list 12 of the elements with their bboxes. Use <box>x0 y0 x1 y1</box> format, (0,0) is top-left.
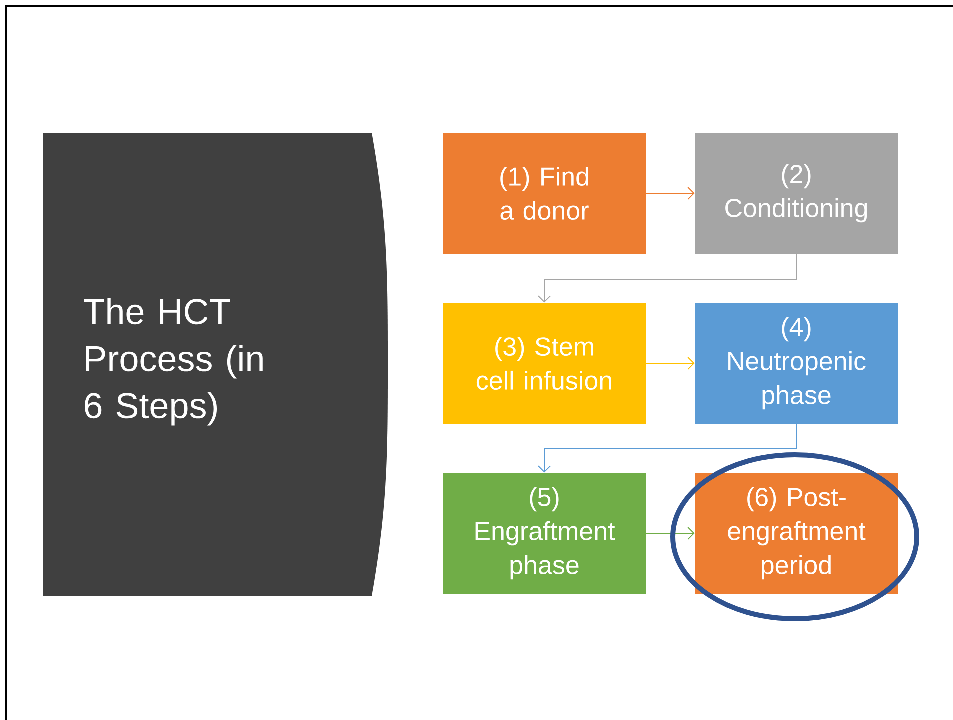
step-box: (5) Engraftment phase <box>443 473 646 594</box>
step-box: (6) Post-engraftment period <box>695 473 898 594</box>
step-box: (1) Find a donor <box>443 133 646 254</box>
arrow <box>646 357 695 370</box>
step-box: (2) Conditioning <box>695 133 898 254</box>
arrow <box>538 424 797 473</box>
title-panel: The HCT Process (in 6 Steps) <box>43 133 388 596</box>
arrow <box>646 187 695 200</box>
step-box: (3) Stem cell infusion <box>443 303 646 424</box>
step-box: (4) Neutropenic phase <box>695 303 898 424</box>
arrow <box>646 527 695 540</box>
arrow <box>538 254 797 303</box>
